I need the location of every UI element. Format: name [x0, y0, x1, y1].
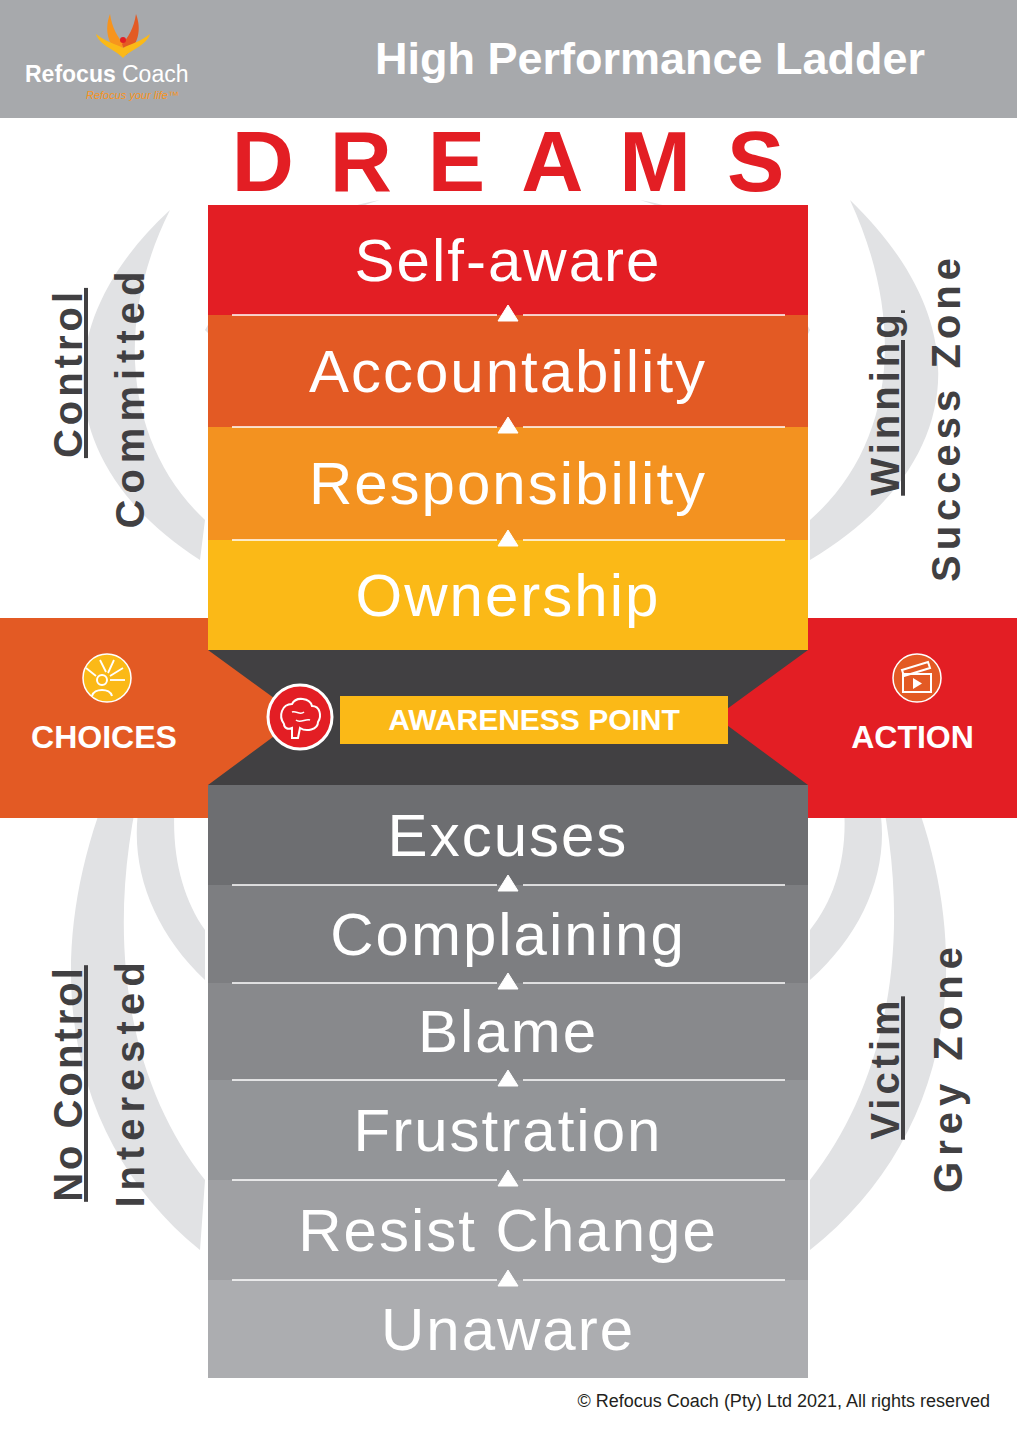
ladder-rung: Excuses [208, 785, 808, 885]
rung-line [232, 1279, 497, 1281]
icon-disc [268, 685, 332, 749]
rung-line [232, 426, 497, 428]
node-label: Complaining [330, 900, 686, 969]
action-icon [893, 654, 941, 702]
node-label: Responsibility [309, 449, 707, 518]
node-label: ACTION [851, 719, 974, 756]
ladder-rung: Blame [208, 983, 808, 1080]
node-label: Frustration [354, 1096, 663, 1165]
rung-line [523, 982, 785, 984]
rung-arrow [498, 1170, 518, 1186]
rung-line [523, 539, 785, 541]
copyright-note: © Refocus Coach (Pty) Ltd 2021, All righ… [578, 1391, 990, 1412]
logo-word: Refocus [25, 63, 116, 86]
logo-tagline: Refocus your life™ [86, 90, 179, 101]
choices-icon [83, 654, 131, 702]
logo-word: Coach [122, 63, 188, 86]
ladder-rung: Unaware [208, 1280, 808, 1378]
rung-line [232, 884, 497, 886]
node-label: Excuses [388, 801, 629, 870]
icon-arrow [100, 660, 106, 672]
rung-line [232, 1179, 497, 1181]
node-label: Self-aware [355, 226, 662, 295]
rung-arrow [498, 1270, 518, 1286]
rung-arrow [498, 417, 518, 433]
node-label: Unaware [381, 1295, 635, 1364]
ladder-rung: Responsibility [208, 427, 808, 540]
ladder-rung: Accountability [208, 315, 808, 427]
zone-label: Winning [865, 310, 905, 499]
logo-wing [96, 34, 150, 58]
icon-disc [83, 654, 131, 702]
zone-label: Grey Zone [928, 941, 968, 1199]
awareness-box: AWARENESS POINT [340, 696, 728, 744]
zone-label: Committed [110, 266, 150, 535]
play-mark [913, 678, 922, 689]
node-label: Ownership [356, 561, 661, 630]
icon-arrow [108, 660, 114, 673]
zone-label: Success Zone [926, 253, 966, 587]
rung-line [232, 539, 497, 541]
rung-line [232, 314, 497, 316]
rung-line [523, 884, 785, 886]
ladder-rung: Resist Change [208, 1180, 808, 1280]
node-label: AWARENESS POINT [388, 703, 680, 738]
rung-arrow [498, 305, 518, 321]
page-title: High Performance Ladder [300, 32, 1000, 86]
clapper-top [902, 662, 930, 676]
rung-line [523, 1279, 785, 1281]
header-bar [0, 0, 1017, 118]
node-label: Resist Change [298, 1196, 718, 1265]
flame-tongue [83, 210, 205, 560]
ladder-rung: Complaining [208, 885, 808, 983]
rung-arrow [498, 1070, 518, 1086]
icon-arrows [86, 660, 125, 680]
choices-panel: CHOICES [0, 618, 208, 818]
zone-label: No Control [48, 965, 88, 1205]
zone-label: Control [48, 288, 88, 462]
logo-head [120, 37, 126, 43]
icon-arrow [110, 679, 125, 681]
logo-bird [96, 14, 150, 58]
icon-disc [893, 654, 941, 702]
node-label: CHOICES [31, 719, 177, 756]
rung-line [232, 982, 497, 984]
brain-icon [268, 685, 332, 749]
flame-tongue [810, 200, 938, 560]
icon-arrow [86, 668, 96, 676]
dreams-heading: DREAMS [196, 118, 821, 204]
node-label: Blame [418, 997, 598, 1066]
rung-line [523, 314, 785, 316]
rung-line [523, 1179, 785, 1181]
rung-arrow [498, 973, 518, 989]
action-panel: ACTION [808, 618, 1017, 818]
rung-arrow [498, 875, 518, 891]
brain-folds [292, 712, 310, 722]
clapper-body [903, 674, 931, 692]
rung-lines [232, 315, 785, 1280]
icon-head [97, 675, 107, 685]
rung-line [523, 426, 785, 428]
icon-arrow [110, 668, 123, 676]
zone-label: Interested [110, 956, 150, 1213]
zone-label: Victim [865, 996, 905, 1143]
brain-outline [281, 699, 320, 738]
ladder-rung: Frustration [208, 1080, 808, 1180]
rung-arrow [498, 530, 518, 546]
ladder-rung: Self-aware [208, 205, 808, 315]
rung-line [523, 1079, 785, 1081]
rung-line [232, 1079, 497, 1081]
ladder-rung: Ownership [208, 540, 808, 650]
node-label: Accountability [309, 337, 707, 406]
icon-body [92, 690, 112, 696]
rung-arrows [498, 305, 518, 1286]
